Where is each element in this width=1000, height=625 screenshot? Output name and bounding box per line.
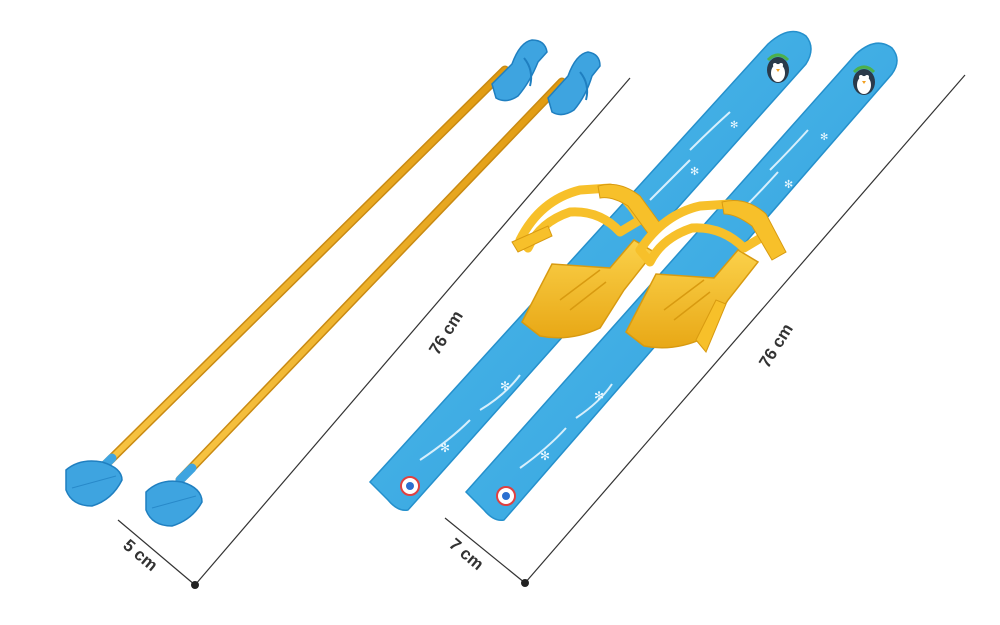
ski-length-line (524, 74, 966, 584)
penguin-icon (766, 53, 790, 83)
ski-binding-left (511, 183, 663, 339)
svg-text:✻: ✻ (440, 441, 450, 455)
snowflake-icon: ✻ ✻ ✻ ✻ (440, 120, 738, 455)
pole-length-label: 76 cm (425, 307, 467, 358)
ski-pole-right (145, 51, 601, 527)
pole-grip-icon (491, 39, 548, 102)
brand-logo-icon (400, 476, 420, 496)
svg-text:✻: ✻ (690, 165, 699, 178)
ski-pole-left (65, 39, 548, 507)
pole-basket-label: 5 cm (119, 536, 161, 575)
penguin-icon (852, 65, 876, 95)
dimension-lines (117, 74, 966, 589)
svg-text:✻: ✻ (730, 120, 738, 131)
svg-text:✻: ✻ (820, 132, 828, 143)
ski-dimension-dot (521, 579, 529, 587)
svg-text:✻: ✻ (500, 379, 510, 393)
snowflake-icon: ✻ ✻ ✻ ✻ (540, 132, 828, 463)
ski-width-line (444, 517, 526, 584)
svg-text:✻: ✻ (594, 389, 604, 403)
ski-binding-right (625, 199, 787, 353)
pole-dimension-dot (191, 581, 199, 589)
pole-length-line (194, 77, 631, 586)
pole-grip-icon (547, 51, 601, 116)
ski-width-label: 7 cm (445, 535, 487, 574)
svg-text:✻: ✻ (784, 178, 793, 191)
pole-basket-icon (65, 460, 123, 507)
ski-length-label: 76 cm (755, 320, 797, 371)
ski-poles (65, 39, 601, 527)
svg-text:✻: ✻ (540, 449, 550, 463)
brand-logo-icon (496, 486, 516, 506)
bindings (511, 183, 787, 353)
pole-basket-icon (145, 480, 203, 527)
pole-basket-line (117, 519, 196, 586)
